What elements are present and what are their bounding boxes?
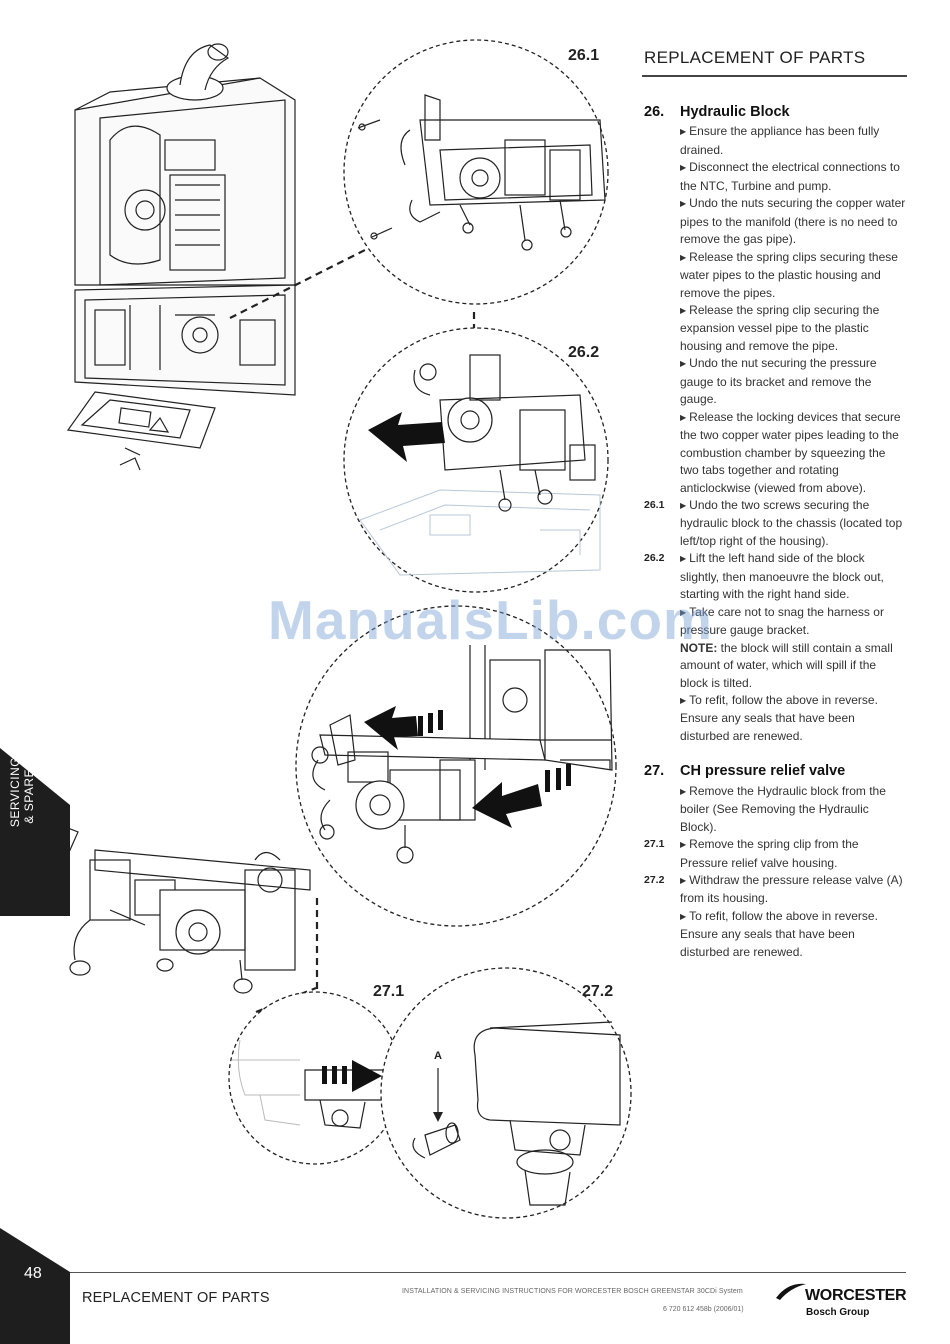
bullet-triangle-icon: ▶ bbox=[680, 554, 687, 564]
instruction-step: ▶Release the spring clip securing the ex… bbox=[644, 302, 906, 355]
instruction-step: 26.2 ▶Lift the left hand side of the bloc… bbox=[644, 550, 906, 603]
worcester-logo-icon bbox=[776, 1283, 806, 1300]
detail-circle-27-1 bbox=[228, 991, 402, 1165]
step-figure-ref bbox=[644, 355, 680, 408]
page-corner-shape bbox=[0, 1228, 70, 1344]
side-tab-shape bbox=[0, 748, 70, 916]
figure-label-27-2: 27.2 bbox=[582, 983, 614, 1000]
step-text: Release the spring clips securing these … bbox=[680, 249, 898, 300]
watermark: ManualsLib.com bbox=[268, 589, 713, 651]
instruction-step: ▶Take care not to snag the harness or pr… bbox=[644, 604, 906, 640]
detail-circle-26-2 bbox=[343, 327, 609, 593]
section-27-steps: ▶Remove the Hydraulic block from the boi… bbox=[644, 783, 906, 962]
instruction-step: ▶To refit, follow the above in reverse. … bbox=[644, 908, 906, 961]
instruction-step: ▶To refit, follow the above in reverse. … bbox=[644, 692, 906, 745]
note-label: NOTE: bbox=[680, 640, 718, 655]
bullet-triangle-icon: ▶ bbox=[680, 695, 687, 705]
step-text: Undo the nuts securing the copper water … bbox=[680, 196, 906, 247]
bullet-triangle-icon: ▶ bbox=[680, 305, 687, 315]
instruction-step: ▶Disconnect the electrical connections t… bbox=[644, 159, 906, 195]
page-number: 48 bbox=[24, 1265, 42, 1282]
step-figure-ref bbox=[644, 302, 680, 355]
instruction-step: ▶Undo the nut securing the pressure gaug… bbox=[644, 355, 906, 408]
boiler-illustration bbox=[66, 43, 296, 471]
instruction-step: 26.1 ▶Undo the two screws securing the hy… bbox=[644, 497, 906, 550]
instruction-step: ▶Ensure the appliance has been fully dra… bbox=[644, 123, 906, 159]
step-text: Disconnect the electrical connections to… bbox=[680, 160, 900, 193]
hydraulic-block-assembly bbox=[49, 824, 311, 994]
step-text: Undo the nut securing the pressure gauge… bbox=[680, 356, 877, 407]
instruction-step: ▶Release the spring clips securing these… bbox=[644, 249, 906, 302]
bullet-triangle-icon: ▶ bbox=[680, 786, 687, 796]
section-heading-27: 27. CH pressure relief valve bbox=[644, 763, 906, 780]
note-paragraph: NOTE: the block will still contain a sma… bbox=[644, 640, 906, 692]
step-text: To refit, follow the above in reverse. E… bbox=[680, 908, 878, 959]
instruction-step: ▶Undo the nuts securing the copper water… bbox=[644, 195, 906, 248]
bullet-triangle-icon: ▶ bbox=[680, 911, 687, 921]
step-figure-ref bbox=[644, 692, 680, 745]
section-number: 27. bbox=[644, 763, 665, 780]
detail-circle-large bbox=[295, 605, 617, 927]
footer-divider bbox=[70, 1272, 906, 1273]
section-26-final-steps: ▶To refit, follow the above in reverse. … bbox=[644, 692, 906, 745]
side-tab-label: SERVICING & SPARES bbox=[8, 756, 36, 828]
header-divider bbox=[642, 75, 907, 77]
callout-label-a: A bbox=[434, 1050, 442, 1062]
bullet-triangle-icon: ▶ bbox=[680, 412, 687, 422]
step-text: Withdraw the pressure release valve (A) … bbox=[680, 873, 903, 906]
footer-title: REPLACEMENT OF PARTS bbox=[82, 1290, 270, 1306]
footer-instructions: INSTALLATION & SERVICING INSTRUCTIONS FO… bbox=[402, 1288, 743, 1295]
section-title: CH pressure relief valve bbox=[680, 763, 846, 780]
step-figure-ref bbox=[644, 159, 680, 195]
note-text: the block will still contain a small amo… bbox=[680, 640, 893, 690]
step-text: Take care not to snag the harness or pre… bbox=[680, 604, 884, 638]
bullet-triangle-icon: ▶ bbox=[680, 607, 687, 617]
bullet-triangle-icon: ▶ bbox=[680, 359, 687, 369]
instruction-step: 27.1 ▶Remove the spring clip from the Pre… bbox=[644, 836, 906, 872]
section-heading-26: 26. Hydraulic Block bbox=[644, 104, 906, 121]
figure-label-26-1: 26.1 bbox=[568, 47, 600, 64]
step-text: Remove the Hydraulic block from the boil… bbox=[680, 783, 886, 834]
step-text: Undo the two screws securing the hydraul… bbox=[680, 497, 903, 548]
detail-circle-26-1 bbox=[343, 39, 609, 305]
bullet-triangle-icon: ▶ bbox=[680, 252, 687, 262]
step-text: To refit, follow the above in reverse. E… bbox=[680, 692, 878, 743]
step-figure-ref bbox=[644, 783, 680, 836]
figure-label-26-2: 26.2 bbox=[568, 344, 600, 361]
section-title: Hydraulic Block bbox=[680, 104, 790, 120]
instruction-step: ▶Release the locking devices that secure… bbox=[644, 409, 906, 497]
section-number: 26. bbox=[644, 104, 665, 120]
step-figure-ref: 27.1 bbox=[644, 838, 665, 851]
step-figure-ref: 26.2 bbox=[644, 552, 665, 565]
footer-document-code: 6 720 612 458b (2006/01) bbox=[663, 1306, 744, 1313]
instructions-column: 26. Hydraulic Block ▶Ensure the applianc… bbox=[644, 100, 906, 961]
detail-circle-27-2 bbox=[380, 967, 632, 1219]
step-figure-ref: 26.1 bbox=[644, 498, 665, 511]
step-text: Lift the left hand side of the block sli… bbox=[680, 551, 884, 602]
step-figure-ref bbox=[644, 908, 680, 961]
step-text: Remove the spring clip from the Pressure… bbox=[680, 837, 859, 870]
step-figure-ref bbox=[644, 409, 680, 497]
bullet-triangle-icon: ▶ bbox=[680, 840, 687, 850]
step-figure-ref bbox=[644, 249, 680, 302]
bullet-triangle-icon: ▶ bbox=[680, 876, 687, 886]
step-figure-ref bbox=[644, 195, 680, 248]
instruction-step: 27.2 ▶Withdraw the pressure release valve… bbox=[644, 872, 906, 908]
step-text: Release the locking devices that secure … bbox=[680, 409, 901, 495]
step-figure-ref bbox=[644, 123, 680, 159]
bullet-triangle-icon: ▶ bbox=[680, 500, 687, 510]
bullet-triangle-icon: ▶ bbox=[680, 163, 687, 173]
brand-logo-text: WORCESTER bbox=[805, 1287, 907, 1304]
step-figure-ref: 27.2 bbox=[644, 874, 665, 887]
instruction-step: ▶Remove the Hydraulic block from the boi… bbox=[644, 783, 906, 836]
brand-subtitle: Bosch Group bbox=[806, 1307, 870, 1318]
section-26-steps: ▶Ensure the appliance has been fully dra… bbox=[644, 123, 906, 639]
step-text: Release the spring clip securing the exp… bbox=[680, 302, 880, 353]
page-header-title: REPLACEMENT OF PARTS bbox=[644, 48, 866, 67]
bullet-triangle-icon: ▶ bbox=[680, 127, 687, 137]
figure-label-27-1: 27.1 bbox=[373, 983, 405, 1000]
bullet-triangle-icon: ▶ bbox=[680, 199, 687, 209]
step-text: Ensure the appliance has been fully drai… bbox=[680, 124, 880, 157]
